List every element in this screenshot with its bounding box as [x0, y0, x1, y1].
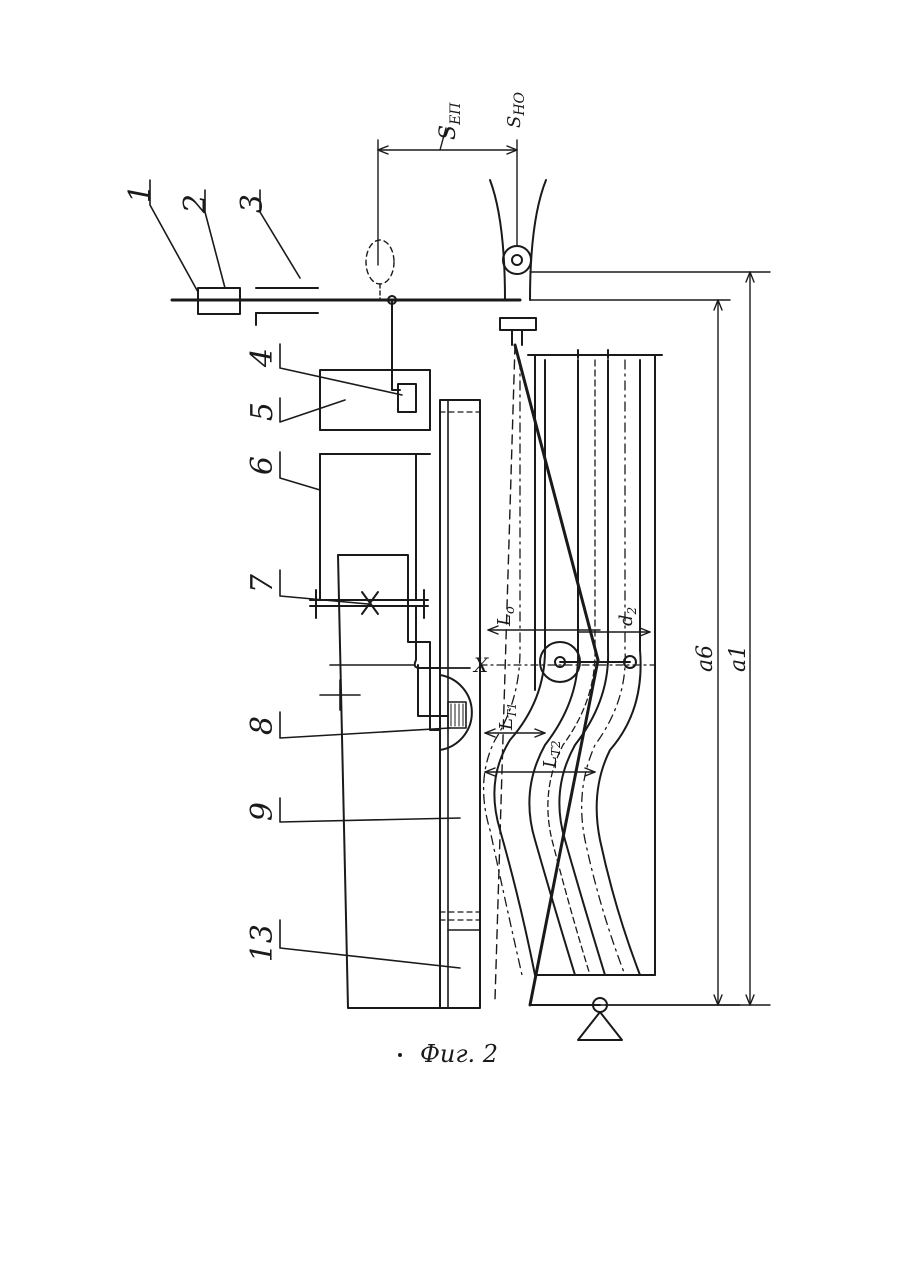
label-s-en: SЕП: [436, 102, 464, 140]
label-part-5: 5: [245, 402, 280, 421]
label-part-8: 8: [245, 716, 280, 735]
label-part-13: 13: [245, 924, 280, 962]
label-a6: a6: [693, 645, 718, 672]
label-part-2: 2: [178, 194, 213, 214]
label-part-1: 1: [123, 184, 158, 203]
caption-dot: [398, 1053, 402, 1057]
pivot-7: [310, 590, 440, 668]
label-part-3: 3: [235, 194, 270, 213]
figure-caption: Фиг. 2: [420, 1040, 498, 1068]
dimension-a1: [530, 272, 770, 1005]
label-d2: d2: [616, 607, 639, 626]
label-lt2: LT2: [540, 740, 563, 769]
label-s-no: SНО: [504, 91, 528, 128]
label-part-4: 4: [245, 348, 280, 368]
top-roller: [490, 180, 546, 345]
leader-lines: [150, 180, 460, 968]
label-part-9: 9: [245, 802, 280, 821]
label-lt1: LT1: [496, 702, 519, 731]
base-block: [320, 555, 440, 1008]
sensor-8: [418, 665, 472, 750]
label-part-6: 6: [245, 456, 280, 475]
guide-rail: [440, 400, 480, 1008]
label-a1: a1: [726, 645, 751, 672]
label-l0: Lo: [494, 606, 518, 627]
label-part-7: 7: [245, 573, 280, 593]
